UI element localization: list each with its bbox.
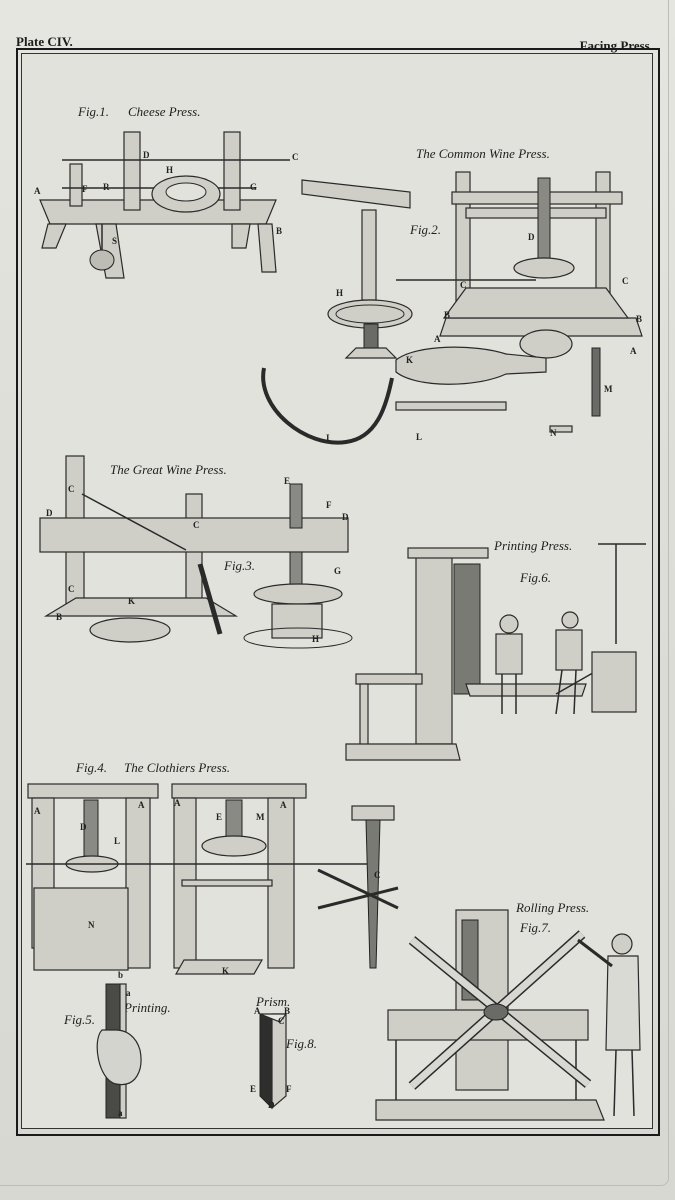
fig4-letter-a2: A — [138, 800, 145, 810]
fig8-letter-d: D — [268, 1100, 275, 1110]
fig3-letter-c1: C — [68, 484, 75, 494]
fig6-title: Printing Press. — [494, 538, 573, 553]
fig2-letter-a-left: A — [434, 334, 441, 344]
fig4-letter-c: C — [374, 870, 381, 880]
fig4-label: Fig.4. — [76, 760, 108, 775]
fig4-letter-a3: A — [174, 798, 181, 808]
fig3-letter-d-right: D — [342, 512, 349, 522]
fig2-letter-h: H — [336, 288, 344, 298]
fig4-letter-l: L — [114, 836, 121, 846]
fig5-title: Printing. — [124, 1000, 171, 1015]
fig1-letter-a: A — [34, 186, 41, 196]
fig1-letter-h: H — [166, 165, 174, 175]
fig8-letter-c: C — [278, 1016, 285, 1026]
fig4-letter-n: N — [88, 920, 95, 930]
fig4-letter-k: K — [222, 966, 230, 976]
fig5-letter-b: b — [118, 970, 124, 980]
fig7-title: Rolling Press. — [516, 900, 590, 915]
fig1-letter-b: B — [276, 226, 283, 236]
fig2-label: Fig.2. — [410, 222, 442, 237]
fig8-letter-e: E — [250, 1084, 257, 1094]
fig7-label: Fig.7. — [520, 920, 552, 935]
fig3-letter-c3: C — [193, 520, 200, 530]
fig3-title: The Great Wine Press. — [110, 462, 227, 477]
clothiers-press-illustration — [26, 783, 399, 975]
fig8-label: Fig.8. — [286, 1036, 318, 1051]
fig2-letter-l: L — [416, 432, 423, 442]
great-wine-press-illustration — [39, 455, 353, 649]
cheese-press-illustration — [39, 131, 290, 279]
fig2-letter-d: D — [528, 232, 535, 242]
fig2-letter-b-left: B — [444, 310, 451, 320]
fig2-letter-k: K — [406, 355, 414, 365]
fig2-title: The Common Wine Press. — [416, 146, 550, 161]
fig2-letter-c-left: C — [460, 280, 467, 290]
fig1-title: Cheese Press. — [128, 104, 201, 119]
common-wine-press-illustration — [261, 171, 643, 445]
fig4-letter-e: E — [216, 812, 223, 822]
fig1-letter-f: F — [82, 184, 88, 194]
printing-hand-illustration — [96, 983, 142, 1119]
fig4-letter-a1: A — [34, 806, 41, 816]
plate-border-outer — [16, 48, 660, 1136]
fig1-letter-g: G — [250, 182, 258, 192]
fig4-letter-a4: A — [280, 800, 287, 810]
fig8-letter-b: B — [284, 1006, 291, 1016]
fig4-letter-m: M — [256, 812, 265, 822]
printing-press-illustration — [345, 543, 646, 761]
fig3-letter-f: F — [326, 500, 332, 510]
fig1-label: Fig.1. — [78, 104, 110, 119]
fig3-letter-d-left: D — [46, 508, 53, 518]
fig5-label: Fig.5. — [64, 1012, 96, 1027]
fig2-letter-a-right: A — [630, 346, 637, 356]
fig2-letter-m: M — [604, 384, 613, 394]
fig2-letter-c-right: C — [622, 276, 629, 286]
fig3-label: Fig.3. — [224, 558, 256, 573]
plate-number: Plate CIV. — [16, 34, 73, 49]
fig8-title: Prism. — [256, 994, 291, 1009]
plate-mark — [0, 0, 669, 1186]
fig8-letter-a: A — [254, 1006, 261, 1016]
fig2-letter-b-right: B — [636, 314, 643, 324]
fig4-title: The Clothiers Press. — [124, 760, 231, 775]
fig1-letter-s: S — [112, 236, 118, 246]
fig3-letter-k: K — [128, 596, 136, 606]
fig8-letter-f: F — [286, 1084, 292, 1094]
fig3-letter-b: B — [56, 612, 63, 622]
fig2-letter-n: N — [550, 428, 557, 438]
fig5-letter-a-top: a — [126, 988, 131, 998]
fig3-letter-g: G — [334, 566, 342, 576]
fig4-letter-d: D — [80, 822, 87, 832]
prism-illustration — [259, 1013, 288, 1110]
fig3-letter-e: E — [284, 476, 291, 486]
fig2-letter-i: I — [326, 433, 330, 443]
fig1-letter-c: C — [292, 152, 299, 162]
fig5-letter-a-bottom: a — [118, 1108, 123, 1118]
fig1-letter-d: D — [143, 150, 150, 160]
fig3-letter-c2: C — [68, 584, 75, 594]
fig1-letter-r: R — [103, 182, 110, 192]
rolling-press-illustration — [375, 909, 641, 1121]
fig6-label: Fig.6. — [520, 570, 552, 585]
fig3-letter-h: H — [312, 634, 320, 644]
